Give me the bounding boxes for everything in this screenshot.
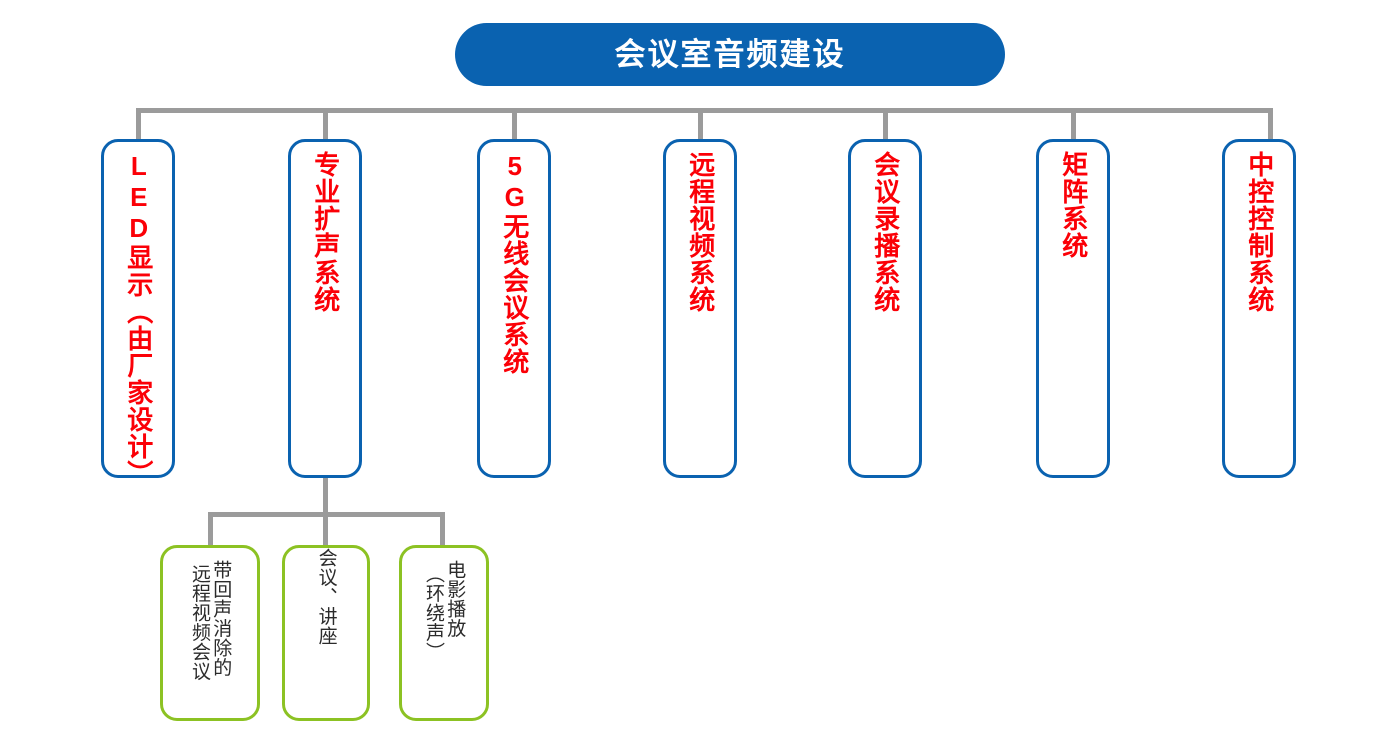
node-movie-playback-label-col-right: 电影播放 [444, 560, 466, 638]
level2-drop-3 [440, 512, 445, 548]
level1-drop-4 [698, 108, 703, 141]
node-remote-video[interactable]: 远程视频系统 [663, 139, 737, 478]
node-5g-wireless-conference-label: 5G无线会议系统 [499, 151, 530, 375]
level1-drop-6 [1071, 108, 1076, 141]
node-conference-recording-label: 会议录播系统 [870, 151, 901, 313]
node-remote-video-label: 远程视频系统 [685, 151, 716, 313]
node-movie-playback-surround[interactable]: （环绕声） 电影播放 [399, 545, 489, 721]
level1-drop-3 [512, 108, 517, 141]
node-pro-sound-reinforcement-label: 专业扩声系统 [310, 151, 341, 313]
node-central-control-label: 中控控制系统 [1244, 151, 1275, 313]
node-5g-wireless-conference[interactable]: 5G无线会议系统 [477, 139, 551, 478]
level2-drop-1 [208, 512, 213, 548]
level1-drop-1 [136, 108, 141, 141]
level2-trunk-line [323, 478, 328, 515]
root-node-label: 会议室音频建设 [614, 37, 846, 72]
level1-drop-2 [323, 108, 328, 141]
node-conference-recording[interactable]: 会议录播系统 [848, 139, 922, 478]
node-matrix-system-label: 矩阵系统 [1058, 151, 1089, 259]
node-led-display-label: LED显示（由厂家设计） [123, 151, 154, 478]
node-echo-cancel-label-col-left: 远程视频会议 [189, 564, 210, 681]
level1-drop-7 [1268, 108, 1273, 141]
level1-drop-5 [883, 108, 888, 141]
node-led-display[interactable]: LED显示（由厂家设计） [101, 139, 175, 478]
node-echo-cancel-label-col-right: 带回声消除的 [210, 560, 232, 677]
node-pro-sound-reinforcement[interactable]: 专业扩声系统 [288, 139, 362, 478]
node-meeting-lecture-label: 会议、讲座 [315, 548, 337, 646]
node-central-control[interactable]: 中控控制系统 [1222, 139, 1296, 478]
node-matrix-system[interactable]: 矩阵系统 [1036, 139, 1110, 478]
root-node-conference-room-audio[interactable]: 会议室音频建设 [455, 23, 1005, 86]
level1-bus-line [137, 108, 1273, 113]
node-echo-cancel-remote-video-conference[interactable]: 远程视频会议 带回声消除的 [160, 545, 260, 721]
node-movie-playback-label-col-left: （环绕声） [423, 564, 444, 662]
level2-drop-2 [323, 512, 328, 548]
node-meeting-lecture[interactable]: 会议、讲座 [282, 545, 370, 721]
